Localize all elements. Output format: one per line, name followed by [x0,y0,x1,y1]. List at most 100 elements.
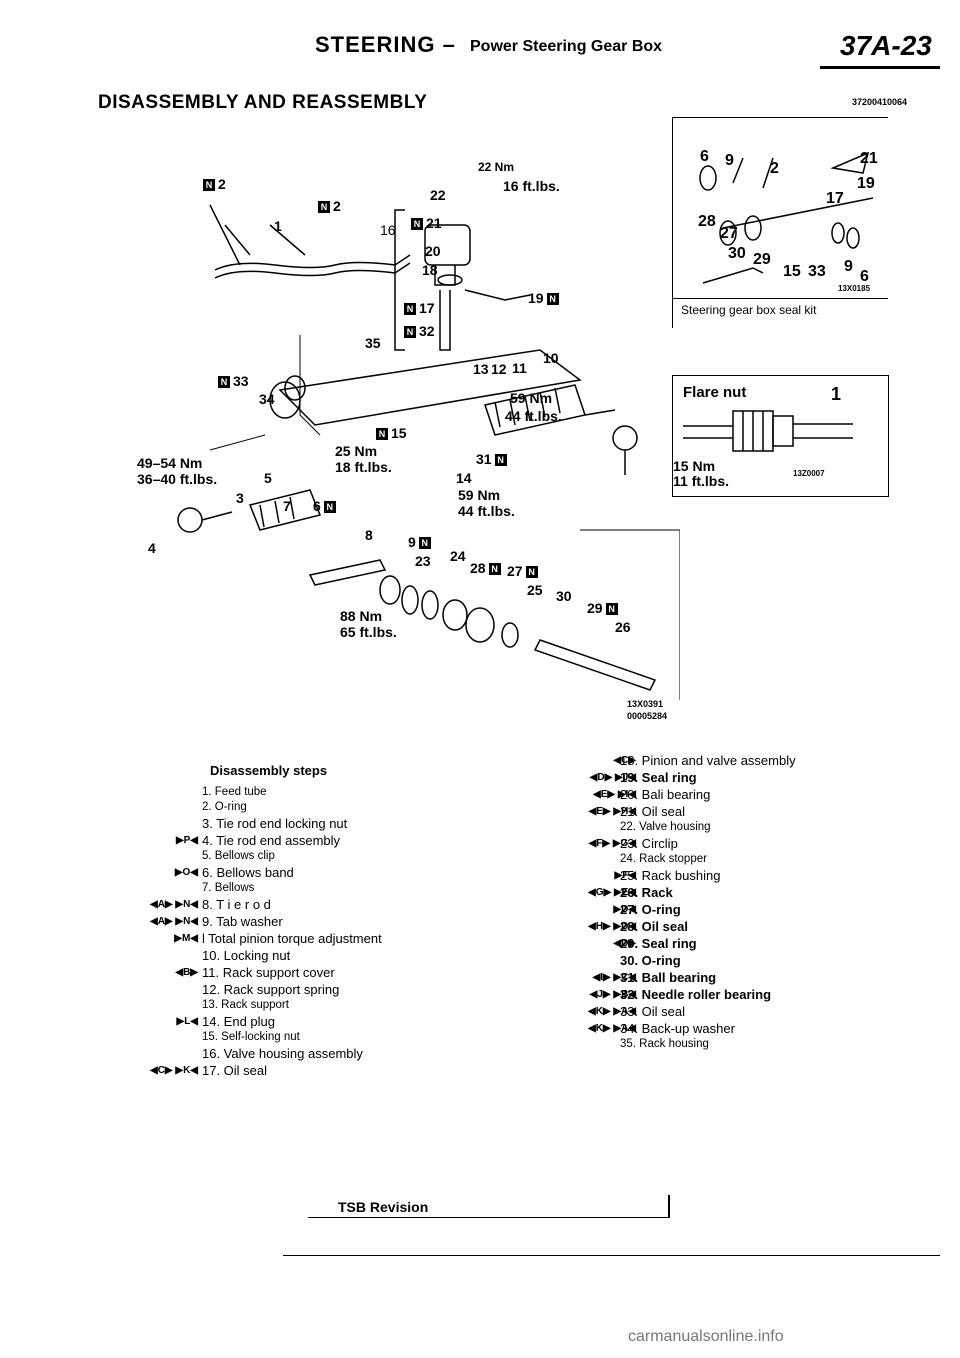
step-symbols: ◀E▶ ▶H◀ [588,806,636,817]
step-text: l Total pinion torque adjustment [202,931,382,946]
step-text: 32. Needle roller bearing [620,987,772,1002]
page-title: DISASSEMBLY AND REASSEMBLY [98,92,428,113]
flare-nut-title: Flare nut [683,384,747,401]
bottom-rule [283,1255,940,1256]
step-symbols: ▶F◀ [614,870,637,881]
step-row: ◀D▶29. Seal ring [528,935,888,952]
steps-title: Disassembly steps [210,763,328,778]
step-row: 3. Tie rod end locking nut [90,815,430,832]
callout-22: 22 [430,187,446,203]
kit-callout-6: 6 [700,148,709,165]
callout-10: 10 [543,350,559,366]
step-row: 16. Valve housing assembly [90,1045,430,1062]
callout-1: 1 [274,218,282,234]
step-row: ◀C▶ ▶K◀17. Oil seal [90,1062,430,1079]
step-row: 1. Feed tube [90,785,430,800]
section-title: STEERING – [315,32,456,57]
callout-14: 14 [456,470,472,486]
watermark: carmanualsonline.info [628,1328,784,1345]
step-text: 30. O-ring [620,953,681,968]
flare-torque-nm: 15 Nm [673,458,716,474]
step-text: 16. Valve housing assembly [202,1046,363,1061]
step-row: ◀H▶ ▶D◀28. Oil seal [528,918,888,935]
step-text: 5. Bellows clip [202,850,275,862]
step-text: 22. Valve housing [620,821,711,833]
flare-nut-drawing [683,410,853,452]
step-row: ◀F▶ ▶G◀23. Circlip [528,835,888,852]
step-text: 29. Seal ring [620,936,697,951]
step-row: 7. Bellows [90,881,430,896]
flare-code: 13Z0007 [793,469,825,478]
step-text: 4. Tie rod end assembly [202,833,341,848]
kit-callout-17: 17 [826,190,844,207]
step-symbols: ◀A▶ ▶N◀ [150,916,198,927]
step-row: ◀A▶ ▶N◀8. T i e r o d [90,896,430,913]
step-row: ◀K▶ ▶A◀33. Oil seal [528,1003,888,1020]
step-symbols: ▶L◀ [176,1016,199,1027]
step-symbols: ◀A▶ ▶N◀ [150,899,198,910]
step-text: 31. Ball bearing [620,970,717,985]
step-text: 9. Tab washer [202,914,283,929]
flare-callout-1: 1 [831,384,842,404]
kit-callout-33: 33 [808,263,826,280]
step-row: 12. Rack support spring [90,981,430,998]
kit-callout-9: 9 [725,152,734,169]
step-row: ▶O◀6. Bellows band [90,864,430,881]
step-text: 13. Rack support [202,999,289,1011]
kit-callout-9b: 9 [844,258,853,275]
step-row: ◀E▶ ▶I◀20. Bali bearing [528,786,888,803]
callout-18: 18 [422,262,438,278]
callout-8: 8 [365,527,373,543]
kit-callout-6b: 6 [860,268,869,285]
step-row: 30. O-ring [528,952,888,969]
step-text: 11. Rack support cover [202,965,335,980]
kit-callout-15: 15 [783,263,801,280]
step-row: ◀D▶ ▶J◀19. Seal ring [528,769,888,786]
flare-torque-ftlbs: 11 ft.lbs. [673,473,730,489]
step-text: 7. Bellows [202,882,255,894]
step-row: ▶P◀ 4. Tie rod end assembly [90,832,430,849]
callout-34: 34 [259,391,275,407]
torque-label-49-54nm: 49–54 Nm [137,455,203,471]
torque-label-25nm: 25 Nm [335,443,378,459]
step-text: 1. Feed tube [202,786,267,798]
step-text: 28. Oil seal [620,919,688,934]
step-symbols: ◀K▶ ▶A◀ [588,1006,636,1017]
callout-26: 26 [615,619,631,635]
callout-3: 3 [236,490,244,506]
step-text: 19. Seal ring [620,770,697,785]
step-symbols: ◀F▶ ▶G◀ [588,838,636,849]
step-symbols: ◀K▶ ▶A◀ [588,1023,636,1034]
step-row: 35. Rack housing [528,1037,888,1052]
callout-35: 35 [365,335,381,351]
step-symbols: ◀G▶ ▶E◀ [588,887,636,898]
step-symbols: ▶D◀ [613,904,636,915]
step-symbols: ◀H▶ ▶D◀ [588,921,636,932]
figure-id: 37200410064 [852,97,908,107]
step-row: 5. Bellows clip [90,849,430,864]
step-text: 33. Oil seal [620,1004,686,1019]
step-row: ◀G▶ ▶E◀26. Rack [528,884,888,901]
flare-nut-inset: Flare nut 1 15 Nm 11 ft.lbs. 13Z0007 [672,375,889,497]
subsection-title: Power Steering Gear Box [470,38,663,55]
step-row: ◀B▶11. Rack support cover [90,964,430,981]
step-symbols: ◀C▶ [613,755,636,766]
step-text: 15. Self-locking nut [202,1031,300,1043]
figure-code-2: 00005284 [627,711,668,721]
figure-code-1: 13X0391 [627,699,664,709]
callout-25: 25 [527,582,543,598]
callout-5: 5 [264,470,272,486]
kit-callout-19: 19 [857,175,875,192]
step-row: ▶F◀25. Rack bushing [528,867,888,884]
step-symbols: ▶P◀ [175,835,198,846]
step-text: 2. O-ring [202,801,247,813]
callout-24: 24 [450,548,466,564]
